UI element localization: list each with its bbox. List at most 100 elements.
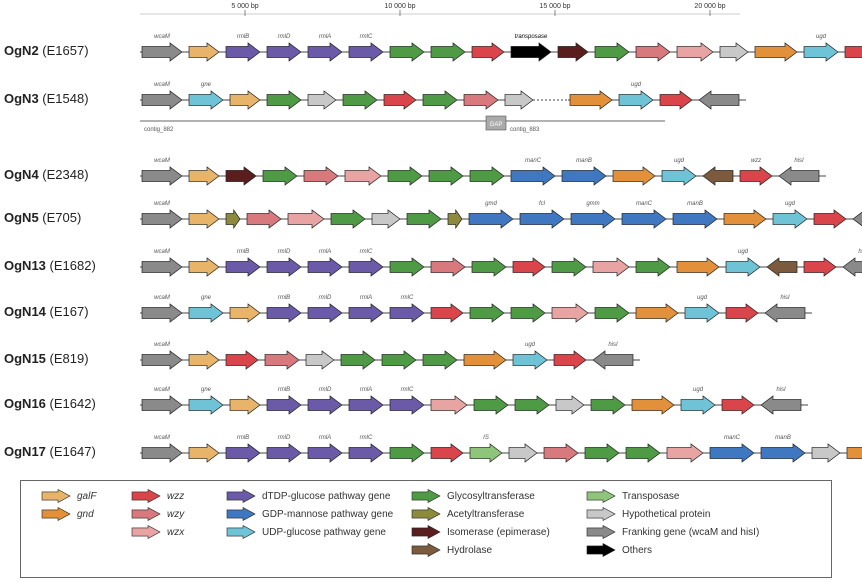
contig-right-label: contig_883	[510, 127, 540, 133]
gene-arrow	[772, 209, 808, 229]
contig-left-label: contig_882	[144, 127, 174, 133]
gene-arrow	[348, 395, 384, 415]
strain-id: (E1642)	[45, 396, 96, 411]
legend-text: Glycosyltransferase	[447, 490, 535, 502]
gene-arrow	[348, 443, 384, 463]
legend-text: Hypothetical protein	[622, 508, 711, 520]
gene-arrow	[340, 350, 376, 370]
gene-arrow	[666, 443, 704, 463]
gene-arrow	[471, 257, 507, 277]
gene-arrow	[229, 303, 261, 323]
gene-label: wcaM	[154, 201, 170, 207]
strain-label-ogn3: OgN3 (E1548)	[4, 91, 89, 106]
gene-arrow	[698, 90, 740, 110]
legend-item-galF: galF	[41, 489, 96, 503]
gene-arrow	[389, 395, 425, 415]
gene-label: manC	[636, 201, 653, 207]
gene-label: IS	[483, 435, 489, 441]
gene-arrow	[188, 303, 224, 323]
gene-arrow	[852, 211, 862, 227]
gene-arrow	[676, 42, 714, 62]
strain-id: (E1548)	[38, 91, 89, 106]
gene-arrow	[141, 90, 183, 110]
gene-arrow	[590, 395, 626, 415]
gene-label: manB	[687, 201, 703, 207]
gene-arrow	[430, 303, 464, 323]
gene-label: rmlD	[319, 295, 332, 301]
gene-arrow	[702, 166, 734, 186]
gene-arrow	[389, 42, 425, 62]
gene-arrow	[422, 350, 458, 370]
legend-item-tp: Transposase	[586, 489, 679, 503]
legend-text: dTDP-glucose pathway gene	[262, 490, 391, 502]
gene-label: rmlC	[401, 387, 414, 393]
gene-arrow	[303, 166, 339, 186]
gene-arrow	[469, 443, 503, 463]
legend-text: gnd	[77, 508, 94, 520]
gene-arrow	[141, 443, 183, 463]
gene-arrow	[307, 395, 343, 415]
gene-arrow	[430, 257, 466, 277]
gene-arrow	[473, 395, 509, 415]
legend-text: wzy	[167, 508, 185, 520]
legend-arrow-icon	[586, 507, 616, 521]
gene-arrow	[661, 166, 697, 186]
legend-item-hyp: Hypothetical protein	[586, 507, 710, 521]
gene-label: gne	[201, 295, 212, 301]
gene-arrow	[510, 303, 546, 323]
legend-item-wzx: wzx	[131, 525, 184, 539]
legend-item-hyd: Hydrolase	[411, 543, 492, 557]
strain-id: (E1647)	[45, 444, 96, 459]
legend-arrow-icon	[586, 543, 616, 557]
gene-arrow	[543, 443, 579, 463]
gene-arrow	[803, 42, 839, 62]
gene-arrow	[594, 303, 630, 323]
gene-arrow	[760, 395, 802, 415]
og-name: OgN14	[4, 304, 46, 319]
gene-arrow	[803, 257, 837, 277]
legend-arrow-icon	[41, 507, 71, 521]
gene-arrow	[551, 257, 587, 277]
gene-arrow	[635, 257, 671, 277]
strain-id: (E1682)	[45, 258, 96, 273]
gene-label: rmlB	[237, 249, 249, 255]
gene-label: wcaM	[154, 249, 170, 255]
gene-arrow	[684, 303, 720, 323]
gene-arrow	[307, 443, 343, 463]
gene-arrow	[266, 42, 302, 62]
gene-arrow	[389, 303, 425, 323]
gene-arrow	[659, 90, 693, 110]
gene-label: rmlD	[278, 34, 291, 40]
gene-arrow	[225, 42, 261, 62]
legend-arrow-icon	[411, 525, 441, 539]
gene-arrow	[422, 90, 458, 110]
legend-arrow-icon	[131, 489, 161, 503]
gene-arrow	[430, 395, 468, 415]
gene-arrow	[141, 42, 183, 62]
gene-label: fcl	[539, 201, 546, 207]
gene-arrow	[842, 257, 862, 277]
gene-label: ugd	[816, 34, 827, 40]
legend-text: wzx	[167, 526, 185, 538]
legend-item-dtdp: dTDP-glucose pathway gene	[226, 489, 390, 503]
legend-arrow-icon	[131, 525, 161, 539]
strain-label-ogn14: OgN14 (E167)	[4, 304, 89, 319]
legend-arrow-icon	[411, 507, 441, 521]
gene-arrow	[635, 303, 679, 323]
gene-arrow	[264, 350, 300, 370]
og-name: OgN4	[4, 167, 39, 182]
gene-arrow	[766, 257, 798, 277]
gene-arrow	[469, 303, 505, 323]
gene-arrow	[141, 166, 183, 186]
gene-arrow	[510, 42, 552, 62]
legend-arrow-icon	[586, 489, 616, 503]
gene-label: wcaM	[154, 295, 170, 301]
gene-arrow	[225, 350, 259, 370]
scale-tick-label: 5 000 bp	[231, 3, 258, 10]
gene-arrow	[262, 166, 298, 186]
gene-label: wcaM	[154, 435, 170, 441]
gene-arrow	[469, 166, 505, 186]
gene-arrow	[725, 303, 759, 323]
og-name: OgN13	[4, 258, 46, 273]
gene-arrow	[266, 443, 302, 463]
